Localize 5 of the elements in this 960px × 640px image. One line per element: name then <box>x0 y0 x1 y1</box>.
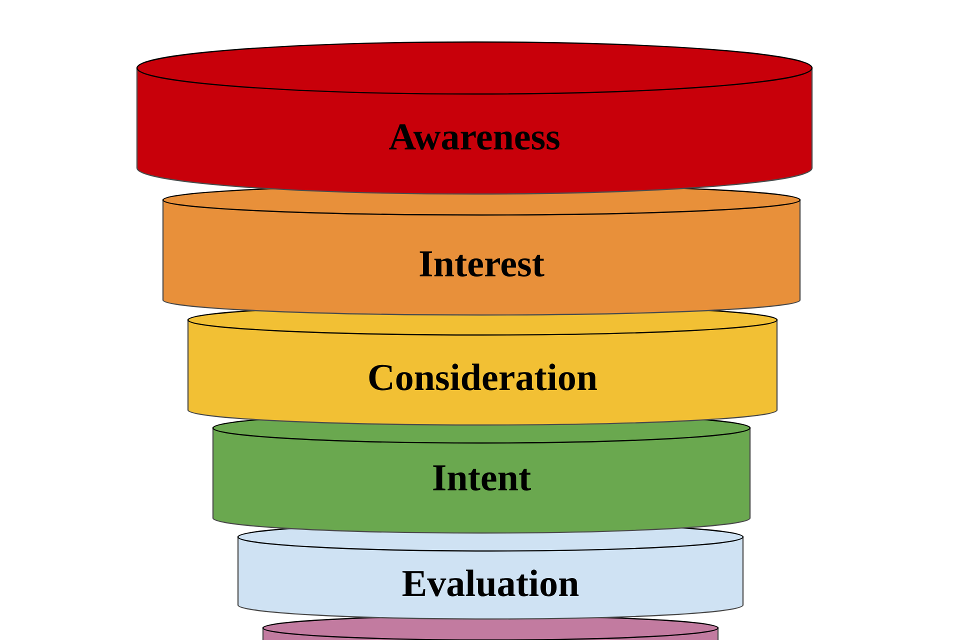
funnel-layer: Awareness <box>136 41 813 195</box>
funnel-layer: Intent <box>212 412 751 534</box>
funnel-layer: Interest <box>162 184 801 316</box>
funnel-layer: Evaluation <box>237 522 744 620</box>
funnel-layer: Consideration <box>187 304 778 426</box>
